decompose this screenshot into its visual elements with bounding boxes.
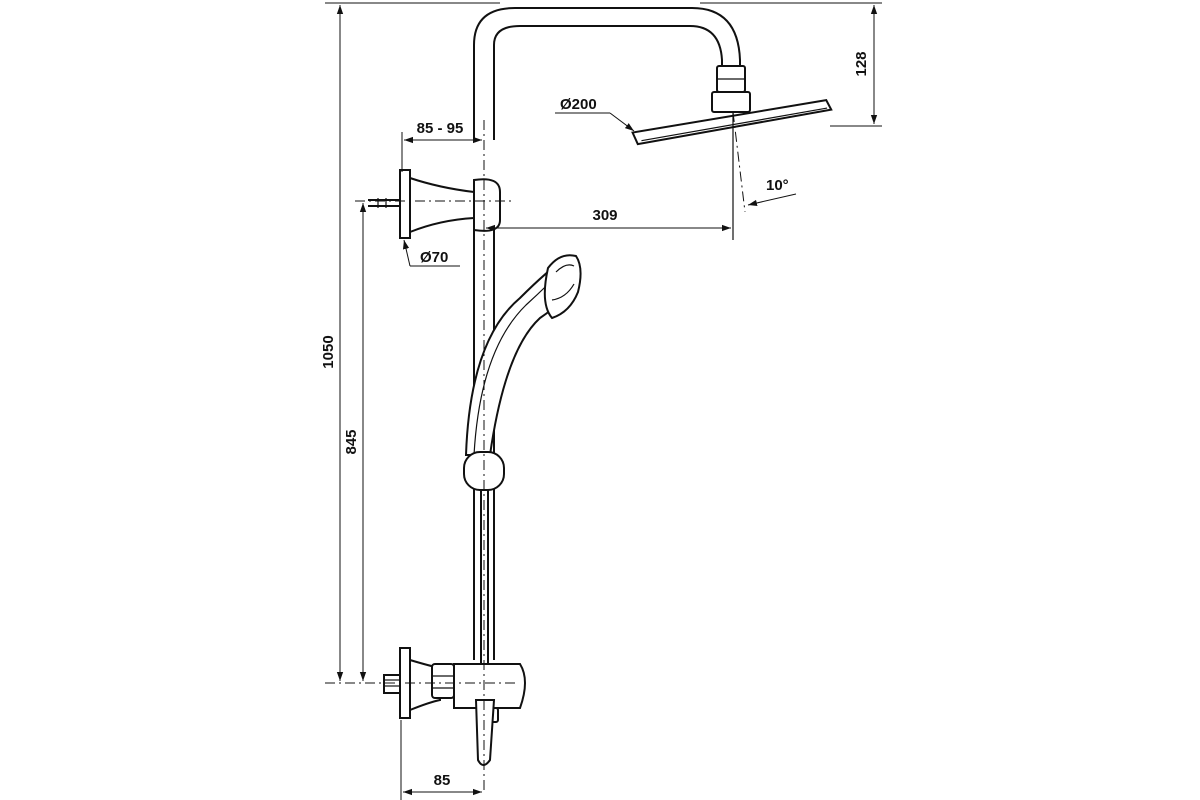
centre-lines	[325, 111, 746, 790]
riser-pipe	[473, 7, 741, 660]
mixer-valve	[383, 647, 526, 766]
dimension-tilt-angle: 10°	[747, 177, 797, 207]
valve-depth-label: 85	[434, 772, 451, 789]
tilt-angle-label: 10°	[766, 177, 789, 194]
total-height-label: 1050	[320, 335, 337, 368]
outlet-height-label: 845	[343, 429, 360, 454]
dimension-total-height: 1050	[320, 2, 500, 681]
wall-bracket	[368, 169, 501, 239]
head-diameter-label: Ø200	[560, 96, 597, 113]
dimension-bracket-diameter: Ø70	[402, 239, 460, 267]
arm-reach-label: 309	[592, 207, 617, 224]
dimension-head-diameter: Ø200	[555, 96, 635, 132]
overhead-shower-head	[631, 99, 833, 146]
dimension-arm-reach: 309	[486, 207, 731, 232]
dimension-head-drop: 128	[700, 2, 882, 127]
dimension-outlet-height: 845	[343, 203, 367, 681]
arm-connector	[711, 65, 751, 113]
hand-shower	[464, 254, 582, 456]
bracket-diameter-label: Ø70	[420, 249, 448, 266]
dimension-valve-depth: 85	[400, 720, 482, 800]
dimension-bracket-depth: 85 - 95	[401, 120, 482, 172]
bracket-depth-label: 85 - 95	[417, 120, 464, 137]
head-drop-label: 128	[853, 51, 870, 76]
